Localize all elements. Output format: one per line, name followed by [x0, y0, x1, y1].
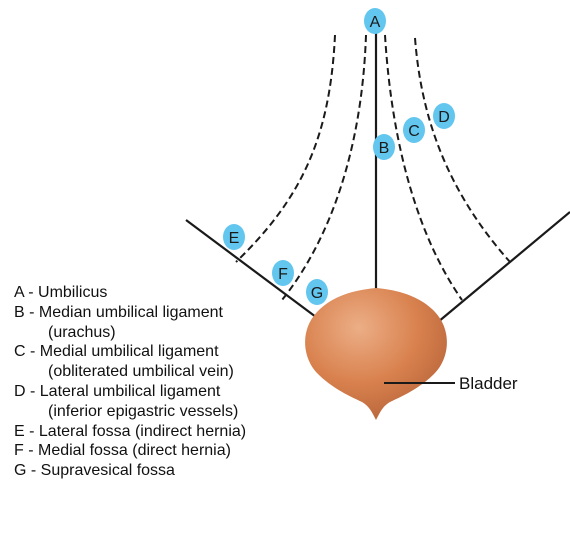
left-medial-umbilical-ligament [282, 35, 366, 300]
marker-a-label: A [370, 14, 381, 31]
marker-g-label: G [311, 285, 323, 302]
legend-item-f: F - Medial fossa (direct hernia) [14, 441, 246, 461]
right-medial-umbilical-ligament [385, 35, 462, 300]
marker-d: D [433, 103, 455, 129]
bladder [305, 288, 447, 420]
left-lateral-umbilical-ligament [236, 35, 335, 262]
marker-b-label: B [379, 140, 390, 157]
legend-item-b: B - Median umbilical ligament [14, 303, 246, 323]
legend-item-d: D - Lateral umbilical ligament [14, 382, 246, 402]
marker-f: F [272, 260, 294, 286]
legend-item-c-detail: (obliterated umbilical vein) [14, 362, 246, 382]
legend-item-g: G - Supravesical fossa [14, 461, 246, 481]
bladder-label: Bladder [459, 374, 518, 393]
legend-item-e: E - Lateral fossa (indirect hernia) [14, 422, 246, 442]
marker-c: C [403, 117, 425, 143]
marker-b: B [373, 134, 395, 160]
marker-a: A [364, 8, 386, 34]
marker-g: G [306, 279, 328, 305]
marker-c-label: C [408, 123, 420, 140]
right-peritoneal-line [438, 212, 570, 322]
marker-e: E [223, 224, 245, 250]
marker-d-label: D [438, 109, 450, 126]
legend-item-a: A - Umbilicus [14, 283, 246, 303]
right-lateral-umbilical-ligament [415, 38, 510, 262]
legend-item-d-detail: (inferior epigastric vessels) [14, 402, 246, 422]
legend-item-b-detail: (urachus) [14, 323, 246, 343]
legend-item-c: C - Medial umbilical ligament [14, 342, 246, 362]
marker-f-label: F [278, 266, 288, 283]
legend: A - Umbilicus B - Median umbilical ligam… [14, 283, 246, 481]
marker-e-label: E [229, 230, 240, 247]
